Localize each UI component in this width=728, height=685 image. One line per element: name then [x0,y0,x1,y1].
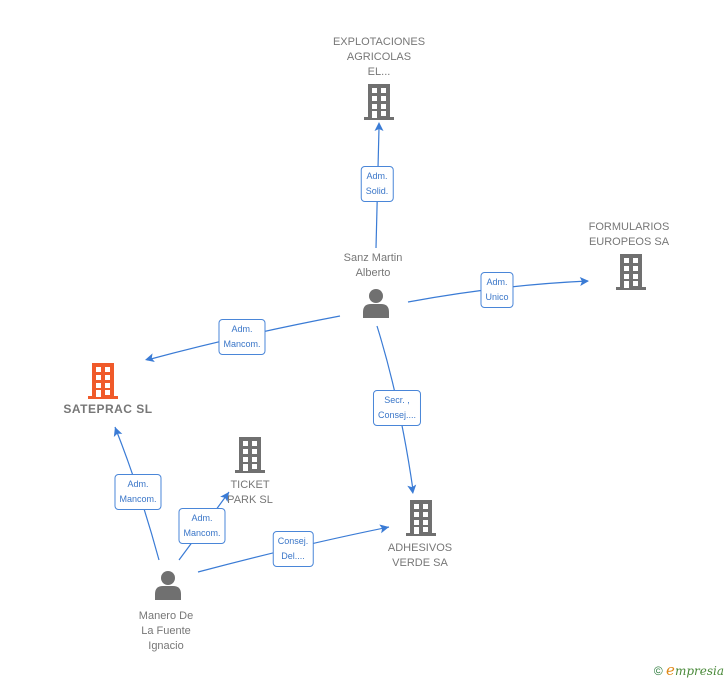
node-label-adhesivos[interactable]: ADHESIVOS VERDE SA [388,541,452,571]
arrowhead-icon [579,276,589,286]
node-label-line: EXPLOTACIONES [332,36,426,48]
arrowhead-icon [145,353,155,363]
node-label-line: EL... [367,66,391,78]
edge-label-line: Mancom. [183,528,221,538]
arrowhead-icon [374,122,384,131]
edge-label-line: Adm. [127,479,149,489]
arrowhead-icon [379,524,389,534]
arrowhead-icon [407,484,417,494]
building-icon[interactable] [234,437,266,478]
node-label-line: SATEPRAC SL [63,402,153,416]
arrowhead-icon [220,492,229,502]
edge-label-line: Adm. [366,171,388,181]
node-label-line: Ignacio [148,640,184,652]
node-label-line: Manero De [138,610,194,622]
edge-label-line: Adm. [231,324,253,334]
empresia-logo[interactable]: empresia [666,661,724,679]
person-icon[interactable] [153,570,183,605]
arrowhead-icon [113,427,123,437]
node-label-sateprac[interactable]: SATEPRAC SL [63,402,152,417]
edge-label-line: Adm. [486,277,508,287]
node-label-line: ADHESIVOS [387,542,453,554]
node-label-ticket[interactable]: TICKET PARK SL [227,478,273,508]
edge-label[interactable]: Adm. Unico [480,272,514,308]
edge-label-line: Unico [485,292,509,302]
edge-label[interactable]: Adm. Mancom. [218,319,266,355]
node-label-line: VERDE SA [392,557,448,569]
edge-label-line: Del.... [281,551,305,561]
person-icon[interactable] [361,288,391,323]
edge-label-line: Mancom. [119,494,157,504]
building-icon[interactable] [363,84,395,125]
edge-label-line: Solid. [365,186,389,196]
node-label-explotaciones[interactable]: EXPLOTACIONES AGRICOLAS EL... [333,35,425,80]
edge-label[interactable]: Adm. Mancom. [178,508,226,544]
edge-label[interactable]: Adm. Mancom. [114,474,162,510]
edge-label[interactable]: Consej. Del.... [272,531,314,567]
building-icon[interactable] [87,363,119,404]
edge-label[interactable]: Adm. Solid. [360,166,394,202]
node-label-line: AGRICOLAS [346,51,412,63]
node-label-line: Sanz Martin [343,252,403,264]
footer-credit: © empresia [654,661,724,679]
edge-label[interactable]: Secr. , Consej.... [372,390,422,426]
copyright-symbol: © [653,664,663,678]
edge-label-line: Adm. [191,513,213,523]
edge-label-line: Secr. , [384,395,410,405]
node-label-line: EUROPEOS SA [588,236,670,248]
edge-label-line: Consej.... [377,410,417,420]
node-label-line: TICKET [230,479,270,491]
node-label-line: La Fuente [141,625,191,637]
building-icon[interactable] [405,500,437,541]
edge-label-line: Mancom. [223,339,261,349]
edge-label-line: Consej. [277,536,309,546]
node-label-line: Alberto [355,267,391,279]
node-label-formularios[interactable]: FORMULARIOS EUROPEOS SA [589,220,670,250]
node-label-line: PARK SL [227,494,273,506]
building-icon[interactable] [615,254,647,295]
node-label-line: FORMULARIOS [588,221,670,233]
